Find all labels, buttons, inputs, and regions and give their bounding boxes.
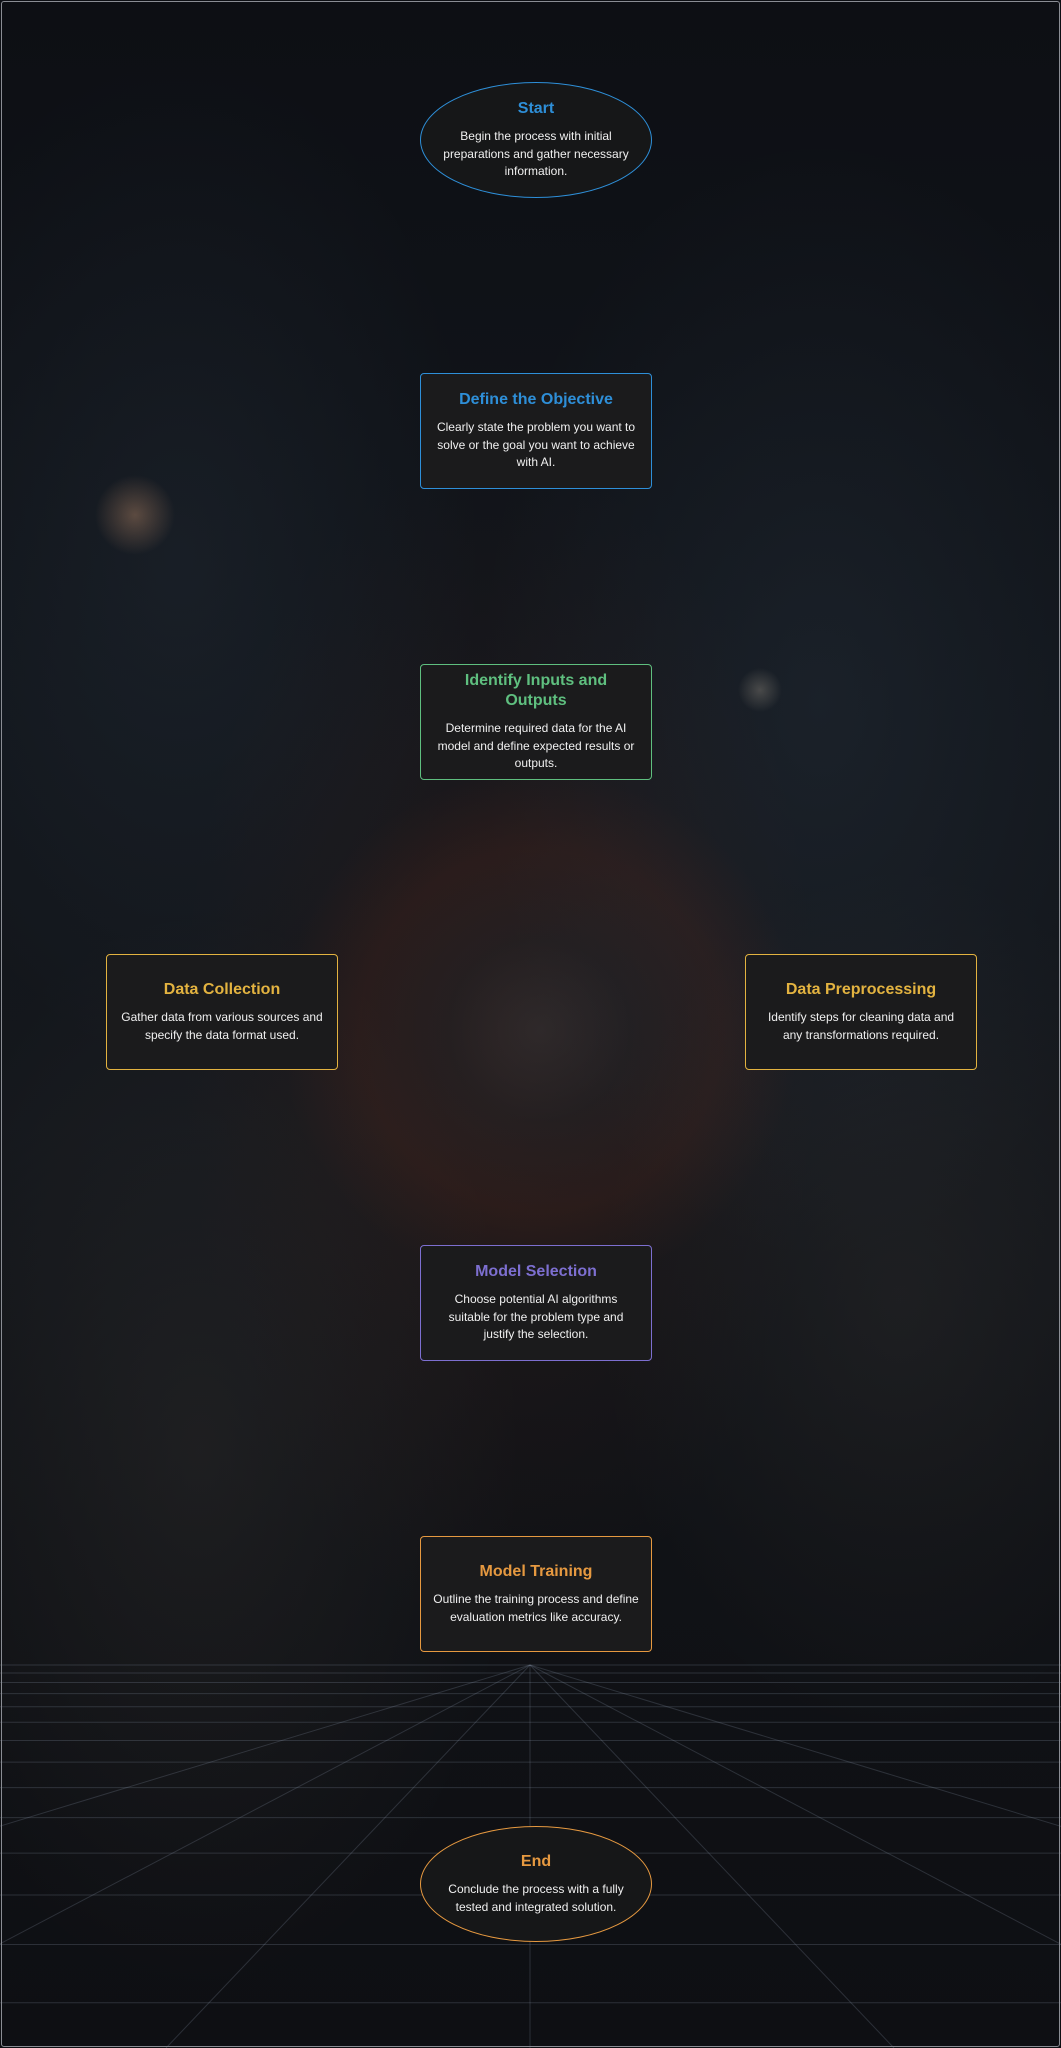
node-model-training[interactable]: Model Training Outline the training proc… — [420, 1536, 652, 1652]
node-start-description: Begin the process with initial preparati… — [443, 129, 629, 179]
node-model-training-description: Outline the training process and define … — [433, 1592, 639, 1624]
node-start-title: Start — [517, 100, 555, 118]
grid-line-converging — [529, 1664, 895, 2048]
grid-line-converging — [529, 1664, 1061, 1945]
node-model-selection-title: Model Selection — [475, 1263, 597, 1281]
node-model-selection-description: Choose potential AI algorithms suitable … — [448, 1292, 624, 1342]
node-identify-inputs-outputs-title: Identify Inputs and Outputs — [464, 672, 608, 710]
node-data-preprocessing-title: Data Preprocessing — [785, 981, 937, 998]
node-identify-inputs-outputs[interactable]: Identify Inputs and Outputs Determine re… — [420, 664, 652, 780]
node-model-selection[interactable]: Model Selection Choose potential AI algo… — [420, 1245, 652, 1361]
node-data-collection-description: Gather data from various sources and spe… — [121, 1010, 323, 1042]
node-data-collection[interactable]: Data Collection Gather data from various… — [106, 954, 338, 1070]
grid-line-converging — [0, 1664, 531, 1945]
node-define-objective-title: Define the Objective — [459, 391, 613, 409]
grid-line-converging — [529, 1664, 1061, 1827]
node-end-description: Conclude the process with a fully tested… — [448, 1882, 624, 1914]
node-data-preprocessing[interactable]: Data Preprocessing Identify steps for cl… — [745, 954, 977, 1070]
grid-line-converging — [165, 1664, 531, 2048]
node-end-title: End — [520, 1853, 552, 1870]
node-define-objective-description: Clearly state the problem you want to so… — [436, 420, 636, 470]
node-identify-inputs-outputs-description: Determine required data for the AI model… — [437, 721, 635, 771]
node-start[interactable]: Start Begin the process with initial pre… — [420, 82, 652, 198]
node-model-training-title: Model Training — [479, 1563, 593, 1580]
node-end[interactable]: End Conclude the process with a fully te… — [420, 1826, 652, 1942]
grid-line-converging — [0, 1664, 531, 1827]
node-data-collection-title: Data Collection — [163, 981, 281, 998]
node-define-objective[interactable]: Define the Objective Clearly state the p… — [420, 373, 652, 489]
node-data-preprocessing-description: Identify steps for cleaning data and any… — [767, 1010, 955, 1042]
